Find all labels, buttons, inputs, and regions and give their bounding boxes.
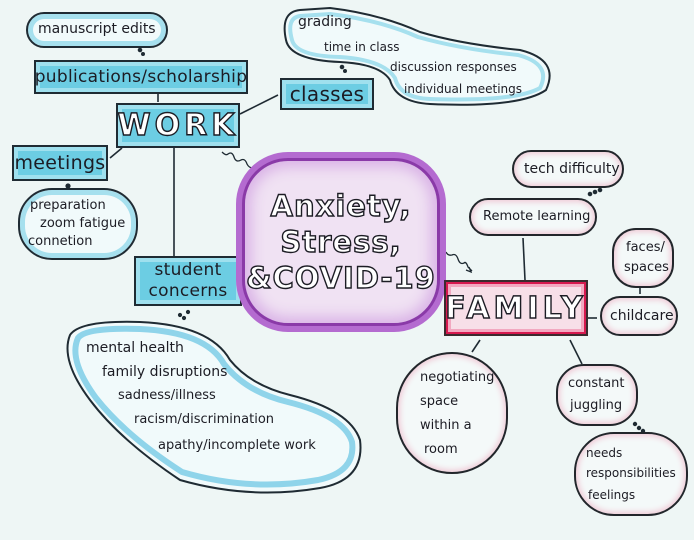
manuscript-edits-text: manuscript edits — [38, 21, 156, 37]
family-box: FAMILY — [445, 282, 587, 334]
faces-spaces-bubble: faces/ spaces — [612, 228, 674, 288]
student-concerns-line1: student — [154, 260, 222, 280]
manuscript-edits-bubble: manuscript edits — [26, 12, 168, 48]
remote-learning-text: Remote learning — [483, 209, 591, 224]
classes-box: classes — [280, 78, 374, 110]
publications-label: publications/scholarship — [34, 67, 248, 87]
constant-juggling-bubble: constant juggling — [556, 364, 638, 426]
negotiating-line3: within a — [420, 418, 472, 433]
concern-mental-health: mental health — [86, 340, 184, 356]
classes-detail-meetings: individual meetings — [404, 82, 523, 96]
needs-line3: feelings — [588, 488, 636, 502]
meetings-label: meetings — [14, 152, 106, 174]
meetings-details-bubble: preparation zoom fatigue connetion — [18, 188, 138, 260]
childcare-text: childcare — [610, 308, 674, 324]
negotiating-line2: space — [420, 394, 459, 409]
classes-detail-discussion: discussion responses — [390, 60, 517, 74]
classes-detail-grading: grading — [298, 14, 352, 30]
meetings-box: meetings — [12, 145, 108, 181]
classes-detail-time: time in class — [324, 40, 400, 54]
needs-line2: responsibilities — [586, 466, 676, 480]
concern-racism: racism/discrimination — [134, 412, 275, 427]
work-box: WORK — [116, 103, 240, 148]
juggling-line2: juggling — [570, 398, 623, 413]
student-concerns-line2: concerns — [148, 281, 228, 301]
childcare-bubble: childcare — [600, 296, 678, 336]
tech-difficulty-text: tech difficulty — [524, 161, 620, 177]
student-concerns-box: student concerns — [134, 256, 242, 306]
juggling-line1: constant — [568, 376, 625, 391]
publications-box: publications/scholarship — [34, 60, 248, 94]
concern-sadness: sadness/illness — [118, 388, 216, 403]
negotiating-space-bubble: negotiating space within a room — [396, 352, 508, 474]
meetings-detail-connection: connetion — [28, 234, 93, 249]
negotiating-line1: negotiating — [420, 370, 495, 385]
faces-line: faces/ — [626, 240, 665, 255]
classes-label: classes — [289, 82, 365, 106]
central-line3: &COVID-19 — [245, 260, 436, 295]
central-topic-cloud: Anxiety, Stress, &COVID-19 — [242, 158, 440, 326]
needs-bubble: needs responsibilities feelings — [574, 432, 688, 516]
needs-line1: needs — [586, 446, 623, 460]
concern-apathy: apathy/incomplete work — [158, 438, 316, 453]
work-label: WORK — [117, 107, 239, 143]
spaces-line: spaces — [624, 260, 669, 275]
negotiating-line4: room — [424, 442, 458, 457]
central-line2: Stress, — [280, 224, 402, 259]
meetings-detail-zoom: zoom fatigue — [40, 216, 126, 231]
family-label: FAMILY — [445, 290, 587, 326]
central-line1: Anxiety, — [270, 188, 412, 223]
remote-learning-bubble: Remote learning — [469, 198, 597, 236]
concern-family-disruptions: family disruptions — [102, 364, 228, 380]
tech-difficulty-bubble: tech difficulty — [512, 150, 624, 188]
meetings-detail-preparation: preparation — [30, 198, 106, 213]
